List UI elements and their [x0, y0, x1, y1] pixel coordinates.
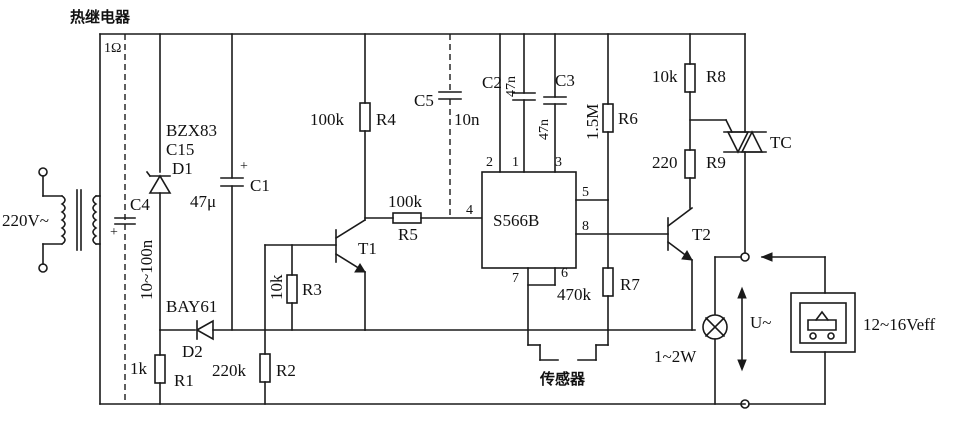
supply-box [790, 292, 856, 353]
c3-value: 47n [537, 119, 552, 140]
t2-label: T2 [692, 225, 711, 244]
resistor-r1 [154, 354, 166, 384]
lamp-power: 1~2W [654, 347, 697, 366]
r5-ref: R5 [398, 225, 418, 244]
c3-ref: C3 [555, 71, 575, 90]
c2-ref: C2 [482, 73, 502, 92]
capacitor-c4 [114, 217, 136, 225]
triac-label: TC [770, 133, 792, 152]
r3-ref: R3 [302, 280, 322, 299]
ic-pin-4: 4 [466, 203, 473, 218]
mains-label: 220V~ [2, 211, 49, 230]
triac-tc [723, 118, 767, 154]
c2-value: 47n [504, 76, 519, 97]
resistor-r6 [602, 103, 614, 133]
title-label: 热继电器 [70, 8, 131, 26]
terminal-top[interactable] [740, 252, 750, 262]
capacitor-c3 [543, 96, 567, 105]
r7-ref: R7 [620, 275, 640, 294]
mains-transformer [38, 167, 101, 273]
t1-label: T1 [358, 239, 377, 258]
resistor-r4 [359, 102, 371, 132]
supply-label: 12~16Veff [863, 315, 935, 334]
u-label: U~ [750, 313, 771, 332]
ic-pin-3: 3 [555, 155, 562, 170]
ic-pin-5: 5 [582, 185, 589, 200]
transformer-icon [807, 310, 837, 340]
ic-pin-2: 2 [486, 155, 493, 170]
ic-pin-6: 6 [561, 266, 568, 281]
r4-ref: R4 [376, 110, 396, 129]
ic-pin-8: 8 [582, 219, 589, 234]
zener-value: C15 [166, 140, 194, 159]
capacitor-c1 [220, 177, 244, 187]
zener-diode-d1 [145, 170, 172, 194]
zener-ref: D1 [172, 159, 193, 178]
c5-ref: C5 [414, 91, 434, 110]
transistor-t1 [334, 218, 367, 274]
c1-ref: C1 [250, 176, 270, 195]
r1-ref: R1 [174, 371, 194, 390]
c4-value: 10~100n [137, 239, 156, 300]
c5-value: 10n [454, 110, 480, 129]
d2-ref: D2 [182, 342, 203, 361]
r1-value: 1k [130, 359, 148, 378]
r-1ohm-label: 1Ω [104, 41, 121, 56]
d2-part: BAY61 [166, 297, 217, 316]
resistor-r3 [286, 274, 298, 304]
c4-label: C4 [130, 195, 150, 214]
c1-value: 47μ [190, 192, 216, 211]
r9-ref: R9 [706, 153, 726, 172]
transistor-t2 [666, 206, 694, 262]
r6-value: 1.5M [583, 104, 602, 140]
sensor-connector [527, 329, 609, 361]
r2-value: 220k [212, 361, 247, 380]
r5-value: 100k [388, 192, 423, 211]
ic-pin-1: 1 [512, 155, 519, 170]
r8-value: 10k [652, 67, 678, 86]
ic-pin-7: 7 [512, 271, 519, 286]
supply-inner-box [799, 302, 847, 344]
r3-value: 10k [267, 274, 286, 300]
zener-part: BZX83 [166, 121, 217, 140]
ic-name: S566B [493, 211, 539, 230]
r9-value: 220 [652, 153, 678, 172]
c4-plus: + [110, 225, 118, 240]
c1-plus: + [240, 159, 248, 174]
resistor-r8 [684, 63, 696, 93]
voltage-arrow [737, 286, 747, 372]
lamp-icon [702, 314, 728, 340]
r7-value: 470k [557, 285, 592, 304]
r4-value: 100k [310, 110, 345, 129]
resistor-r7 [602, 267, 614, 297]
resistor-r2 [259, 353, 271, 383]
diode-d2 [195, 319, 214, 341]
sensor-label: 传感器 [539, 370, 586, 388]
supply-arrow [760, 252, 773, 262]
resistor-r9 [684, 149, 696, 179]
ic-s566b [481, 171, 577, 269]
r8-ref: R8 [706, 67, 726, 86]
resistor-r5 [392, 212, 422, 224]
r6-ref: R6 [618, 109, 638, 128]
r2-ref: R2 [276, 361, 296, 380]
capacitor-c5 [438, 91, 462, 100]
